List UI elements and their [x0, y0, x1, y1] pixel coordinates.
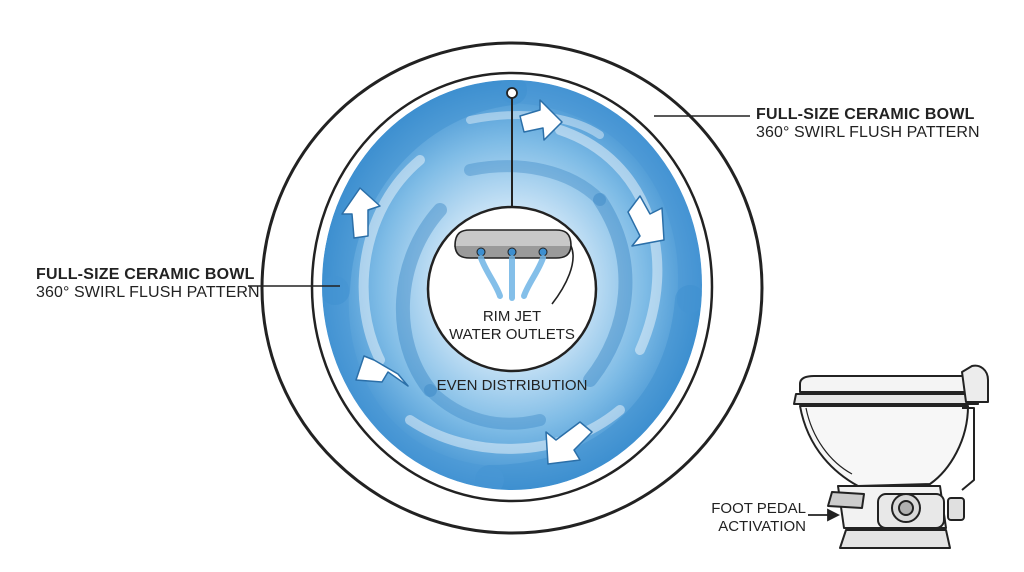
even-distribution-label: EVEN DISTRIBUTION [436, 377, 588, 394]
toilet-illustration [793, 364, 989, 549]
arrow-top-right-icon [519, 99, 563, 141]
left-callout-title: FULL-SIZE CERAMIC BOWL [36, 266, 255, 283]
arrow-bottom-right-icon [545, 421, 593, 465]
rim-jet-label: RIM JET WATER OUTLETS [437, 308, 587, 344]
rim-jet-outlet-marker [506, 87, 518, 99]
foot-pedal-arrow [808, 508, 841, 522]
right-callout-subtitle: 360° SWIRL FLUSH PATTERN [756, 124, 980, 142]
rim-jet-label-line2: WATER OUTLETS [449, 326, 575, 343]
water-jets [478, 255, 546, 301]
arrow-left-icon [341, 187, 381, 239]
swirl-arrows [341, 99, 665, 465]
arrow-right-icon [627, 195, 665, 247]
left-callout-subtitle: 360° SWIRL FLUSH PATTERN [36, 284, 260, 302]
arrow-bottom-left-icon [355, 355, 409, 387]
foot-pedal-label-line1: FOOT PEDAL [711, 500, 806, 517]
foot-pedal-label-line2: ACTIVATION [718, 518, 806, 535]
right-callout-title: FULL-SIZE CERAMIC BOWL [756, 106, 975, 123]
rim-jet-nozzle-icon [454, 229, 574, 305]
right-callout-label: FULL-SIZE CERAMIC BOWL 360° SWIRL FLUSH … [756, 106, 980, 143]
rim-jet-label-line1: RIM JET [482, 308, 542, 325]
left-callout-label: FULL-SIZE CERAMIC BOWL 360° SWIRL FLUSH … [36, 266, 260, 303]
foot-pedal-label: FOOT PEDAL ACTIVATION [690, 500, 806, 536]
